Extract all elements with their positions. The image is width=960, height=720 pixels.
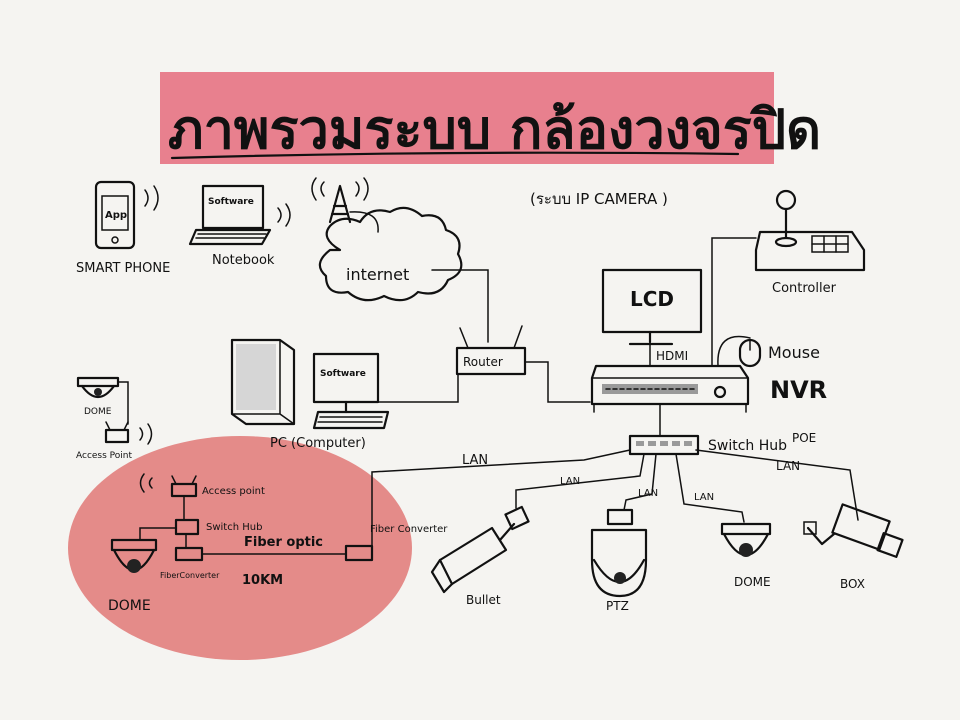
pc-label: PC (Computer) — [270, 436, 366, 451]
router-to-nvr-link — [524, 361, 591, 403]
switch-hub-zone-icon — [174, 518, 200, 536]
poe-label: POE — [792, 431, 816, 445]
box-label: BOX — [840, 577, 865, 591]
nvr-device-icon — [590, 364, 750, 413]
bullet-label: Bullet — [466, 593, 501, 607]
lcd-label: LCD — [630, 287, 674, 311]
access-point-left-icon — [104, 421, 153, 445]
title-underline — [170, 151, 740, 160]
internet-label: internet — [346, 265, 409, 284]
dome-camera-left-icon — [76, 376, 120, 399]
svg-text:Software: Software — [208, 197, 254, 207]
controller-label: Controller — [772, 281, 837, 296]
dome-camera-right-icon — [720, 522, 772, 557]
mouse-to-nvr-link — [717, 335, 751, 367]
mouse-icon — [738, 338, 762, 368]
title-banner — [160, 72, 774, 164]
fiber-optic-label: Fiber optic — [244, 535, 323, 550]
router-label: Router — [463, 355, 503, 369]
cloud-to-router-link — [431, 269, 489, 343]
lan-main-label: LAN — [462, 453, 488, 468]
switch-to-fiber-converter-link — [371, 449, 631, 547]
access-point-left-label: Access Point — [76, 451, 132, 461]
switch-to-box-link — [695, 449, 859, 521]
distance-label: 10KM — [242, 573, 283, 588]
bullet-camera-icon — [430, 505, 530, 594]
access-point-zone-label: Access point — [202, 486, 265, 497]
ptz-label: PTZ — [606, 599, 629, 613]
switch-hub-poe-icon — [628, 434, 700, 456]
nvr-label: NVR — [770, 376, 827, 404]
dome-camera-zone-icon — [110, 538, 158, 573]
internet-cloud-icon — [318, 206, 463, 302]
switch-to-dome-link — [675, 453, 745, 523]
ptz-camera-icon — [590, 508, 648, 598]
box-camera-icon — [803, 503, 904, 558]
diagram-title: ภาพรวมระบบ กล้องวงจรปิด — [168, 98, 821, 161]
diagram-subtitle: (ระบบ IP CAMERA ) — [530, 190, 668, 208]
fiber-converter-right-icon — [344, 544, 374, 562]
pc-to-router-link — [377, 373, 459, 403]
fiber-zone — [68, 436, 412, 660]
switch-to-bullet-link — [515, 453, 645, 509]
lan-ptz-label: LAN — [638, 488, 658, 499]
svg-text:App: App — [105, 210, 127, 221]
notebook-label: Notebook — [212, 253, 275, 268]
pc-tower-icon — [230, 338, 296, 426]
lcd-monitor-icon — [601, 268, 703, 346]
lan-dome-label: LAN — [694, 492, 714, 503]
lan-box-label: LAN — [776, 459, 800, 473]
hdmi-label: HDMI — [656, 349, 688, 363]
tower-to-cloud-link — [349, 211, 379, 233]
dome-to-ap-link — [117, 381, 129, 425]
lan-bullet-label: LAN — [560, 476, 580, 487]
notebook-icon: Software — [188, 184, 291, 246]
switch-to-dome-zone-link — [139, 527, 177, 541]
fiber-converter-left-label: FiberConverter — [160, 571, 220, 580]
smart-phone-icon: App — [94, 180, 159, 250]
smart-phone-label: SMART PHONE — [76, 261, 170, 276]
fiber-converter-right-label: Fiber Converter — [370, 524, 448, 535]
pc-monitor-icon: Software — [312, 352, 390, 430]
dome-right-label: DOME — [734, 575, 771, 589]
controller-to-nvr-link — [711, 237, 757, 367]
dome-zone-label: DOME — [108, 598, 151, 614]
antenna-tower-icon — [311, 177, 369, 224]
switch-to-ptz-link — [623, 453, 657, 511]
mouse-label: Mouse — [768, 343, 820, 362]
switch-hub-zone-label: Switch Hub — [206, 522, 262, 533]
dome-left-label: DOME — [84, 407, 112, 417]
switch-hub-poe-label: Switch Hub — [708, 438, 787, 454]
svg-text:Software: Software — [320, 369, 366, 379]
controller-icon — [754, 189, 866, 272]
router-icon — [455, 325, 527, 376]
